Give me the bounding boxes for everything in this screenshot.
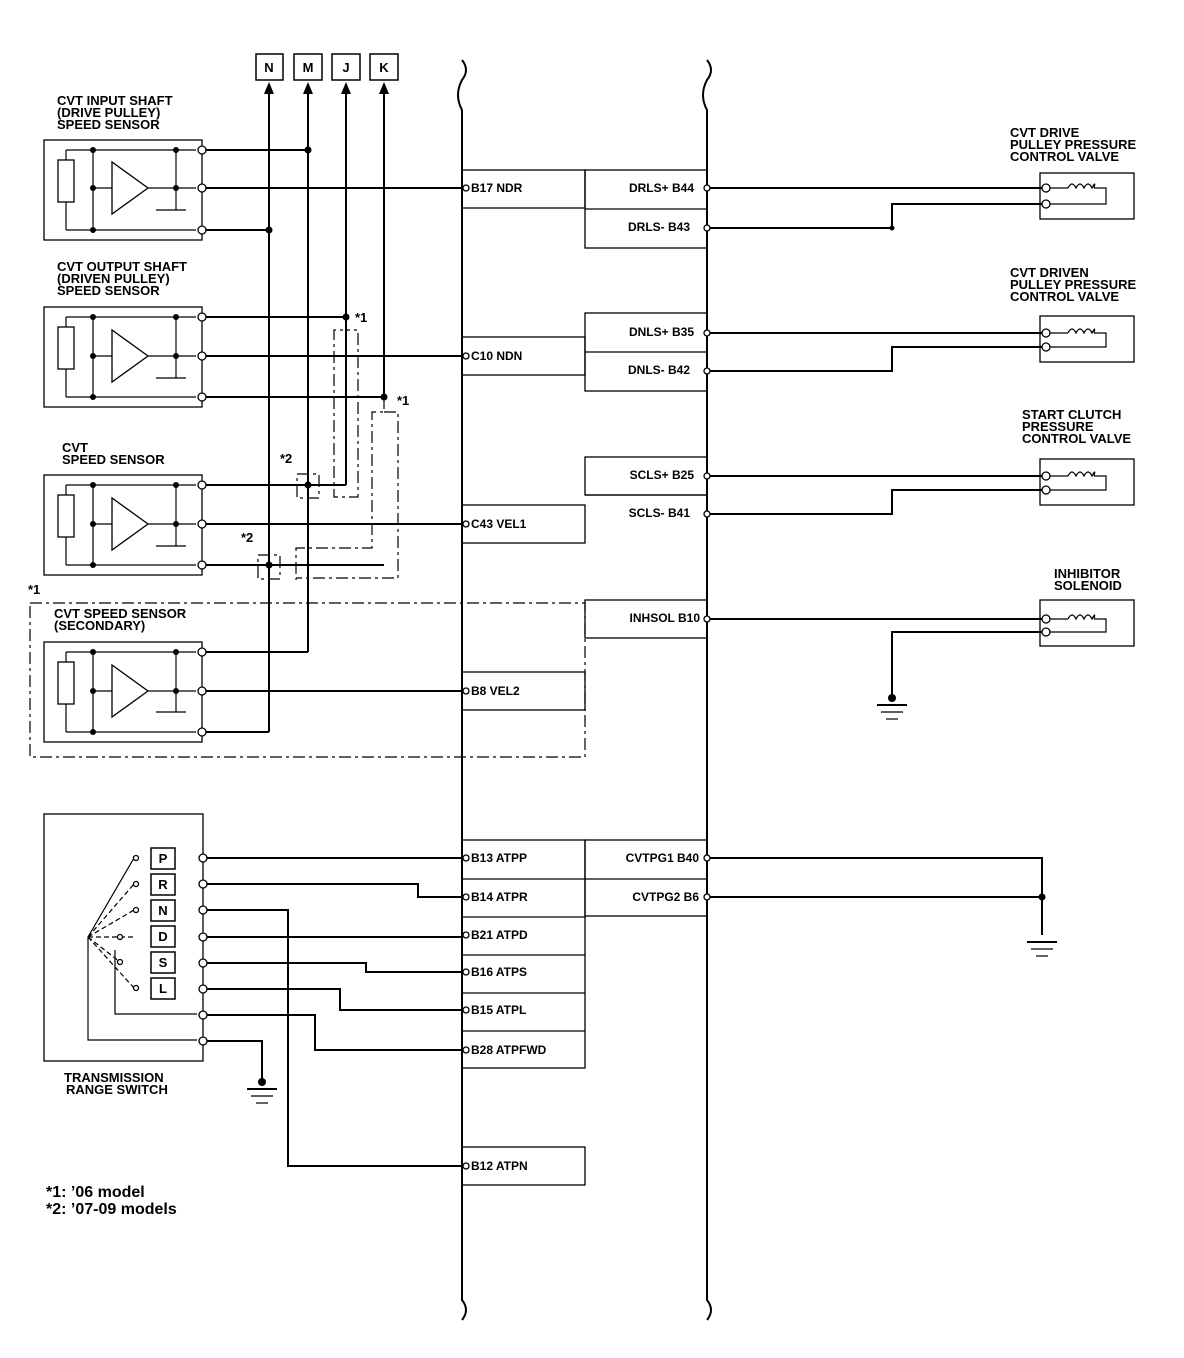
connector-j: J	[331, 53, 361, 81]
footnote-mark: *1	[397, 393, 409, 408]
sensor-label: (DRIVEN PULLEY)	[57, 271, 170, 286]
connector-k: K	[369, 53, 399, 81]
pin-label: B21 ATPD	[471, 928, 528, 942]
option-paths: *1 *2 *2 *1	[241, 310, 409, 580]
range-position-p: P	[150, 847, 176, 870]
range-position-label: P	[159, 851, 168, 866]
bus-lines	[268, 94, 385, 732]
pin-label: SCLS- B41	[629, 506, 691, 520]
range-position-r: R	[150, 873, 176, 896]
valve-label: PULLEY PRESSURE	[1010, 277, 1137, 292]
pin-label: B17 NDR	[471, 181, 523, 195]
valve-label: START CLUTCH	[1022, 407, 1121, 422]
connector-label: K	[379, 60, 389, 75]
pin-label: SCLS+ B25	[630, 468, 695, 482]
valve-label: CVT DRIVEN	[1010, 265, 1089, 280]
range-position-l: L	[150, 977, 176, 1000]
footnote-mark: *1	[28, 582, 40, 597]
sensor-label: CVT OUTPUT SHAFT	[57, 259, 187, 274]
connector-label: N	[264, 60, 273, 75]
pin-label: B14 ATPR	[471, 890, 528, 904]
range-position-d: D	[150, 925, 176, 948]
valve-label: PULLEY PRESSURE	[1010, 137, 1137, 152]
ecm-unit	[457, 59, 712, 1321]
pin-label: B15 ATPL	[471, 1003, 526, 1017]
sensor-label: (SECONDARY)	[54, 618, 145, 633]
start-clutch-valve: START CLUTCH PRESSURE CONTROL VALVE	[710, 407, 1135, 515]
pin-label: B28 ATPFWD	[471, 1043, 547, 1057]
footnotes: *1: ’06 model *2: ’07-09 models	[46, 1184, 177, 1218]
footnote-mark: *2	[241, 530, 253, 545]
output-shaft-speed-sensor: CVT OUTPUT SHAFT (DRIVEN PULLEY) SPEED S…	[43, 259, 207, 408]
ecm-left-pins: B17 NDR C10 NDN C43 VEL1 B8 VEL2 B13 ATP…	[461, 169, 586, 1186]
pin-label: DRLS- B43	[628, 220, 690, 234]
footnote-mark: *2	[280, 451, 292, 466]
sensor-label: SPEED SENSOR	[62, 452, 165, 467]
valve-label: CONTROL VALVE	[1010, 149, 1119, 164]
connector-label: J	[342, 60, 349, 75]
range-switch-label: TRANSMISSION	[64, 1070, 164, 1085]
footnote: *2: ’07-09 models	[46, 1201, 177, 1218]
connector-label: M	[303, 60, 314, 75]
valve-label: CVT DRIVE	[1010, 125, 1080, 140]
range-position-label: S	[159, 955, 168, 970]
pin-label: B8 VEL2	[471, 684, 520, 698]
pin-label: B16 ATPS	[471, 965, 527, 979]
valve-label: PRESSURE	[1022, 419, 1094, 434]
sensor-label: CVT SPEED SENSOR	[54, 606, 187, 621]
pin-label: C43 VEL1	[471, 517, 527, 531]
sensor-label: SPEED SENSOR	[57, 283, 160, 298]
ecm-right-pins: DRLS+ B44 DRLS- B43 DNLS+ B35 DNLS- B42 …	[584, 169, 711, 917]
valve-label: INHIBITOR	[1054, 566, 1121, 581]
footnote-mark: *1	[355, 310, 367, 325]
pin-label: B12 ATPN	[471, 1159, 528, 1173]
pin-label: CVTPG1 B40	[626, 851, 700, 865]
cvt-speed-sensor-secondary: *1 CVT SPEED SENSOR (SECONDARY)	[28, 582, 586, 758]
range-position-s: S	[150, 951, 176, 974]
sensor-label: SPEED SENSOR	[57, 117, 160, 132]
valve-label: CONTROL VALVE	[1010, 289, 1119, 304]
sensor-label: (DRIVE PULLEY)	[57, 105, 160, 120]
inhibitor-solenoid: INHIBITOR SOLENOID	[710, 566, 1135, 720]
range-position-label: R	[158, 877, 168, 892]
connector-m: M	[293, 53, 323, 81]
range-position-label: N	[158, 903, 167, 918]
drive-pulley-valve: CVT DRIVE PULLEY PRESSURE CONTROL VALVE	[710, 125, 1137, 231]
connector-arrows	[264, 82, 389, 94]
cvt-speed-sensor: CVT SPEED SENSOR	[43, 440, 207, 576]
range-switch-label: RANGE SWITCH	[66, 1082, 168, 1097]
driven-pulley-valve: CVT DRIVEN PULLEY PRESSURE CONTROL VALVE	[710, 265, 1137, 372]
pin-label: DNLS+ B35	[629, 325, 694, 339]
sensor-wiring	[206, 146, 462, 733]
pin-label: DNLS- B42	[628, 363, 690, 377]
sensor-label: CVT	[62, 440, 88, 455]
cvtpg-ground	[710, 857, 1057, 957]
transmission-range-switch: P R N D S L	[43, 813, 462, 1167]
pin-label: DRLS+ B44	[629, 181, 694, 195]
sensor-label: CVT INPUT SHAFT	[57, 93, 173, 108]
valve-label: CONTROL VALVE	[1022, 431, 1131, 446]
range-position-label: D	[158, 929, 167, 944]
pin-label: C10 NDN	[471, 349, 522, 363]
input-shaft-speed-sensor: CVT INPUT SHAFT (DRIVE PULLEY) SPEED SEN…	[43, 93, 207, 241]
footnote: *1: ’06 model	[46, 1184, 145, 1201]
valve-label: SOLENOID	[1054, 578, 1122, 593]
pin-label: B13 ATPP	[471, 851, 527, 865]
range-position-n: N	[150, 899, 176, 922]
pin-label: CVTPG2 B6	[632, 890, 699, 904]
connector-n: N	[255, 53, 284, 81]
pin-label: INHSOL B10	[630, 611, 701, 625]
range-position-label: L	[159, 981, 167, 996]
